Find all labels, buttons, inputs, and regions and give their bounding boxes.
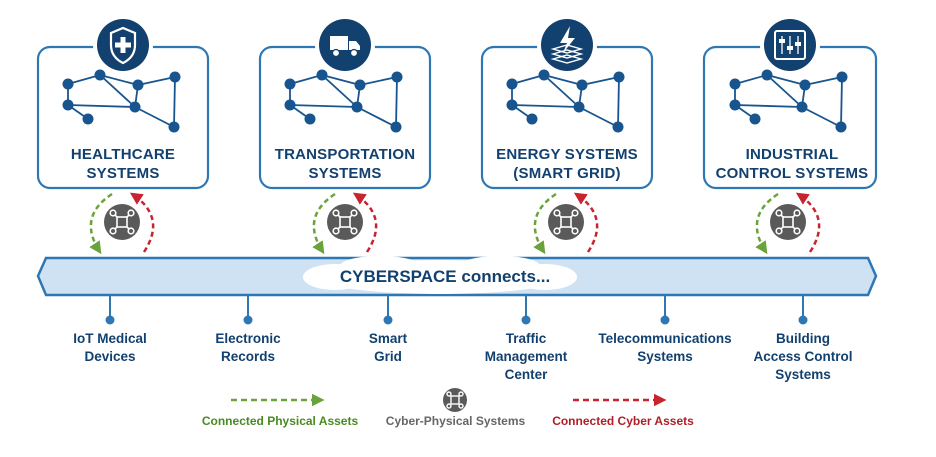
cps-loop-2 xyxy=(533,192,599,255)
network-graph xyxy=(284,69,403,133)
connection-pin-2 xyxy=(383,295,393,325)
physical-asset-arrow xyxy=(755,192,779,255)
connection-label-traffic: Traffic Management Center xyxy=(484,331,568,382)
cyber-asset-arrow xyxy=(129,192,155,253)
cps-loop-1 xyxy=(312,192,378,255)
network-graph xyxy=(506,69,625,133)
system-box-3 xyxy=(702,15,878,190)
connection-label-iot-medical: IoT Medical Devices xyxy=(73,331,147,364)
cps-loop-3 xyxy=(755,192,821,255)
physical-asset-arrow xyxy=(312,192,336,255)
cps-icon xyxy=(548,204,584,240)
cyber-asset-arrow xyxy=(573,192,599,253)
connection-label-building-access: Building Access Control Systems xyxy=(753,331,853,382)
physical-asset-arrow xyxy=(89,192,113,255)
connection-pin-0 xyxy=(105,295,115,325)
cyberspace-banner xyxy=(36,256,878,297)
medical-shield-icon xyxy=(93,15,153,75)
legend-label-cps: Cyber-Physical Systems xyxy=(385,414,526,428)
cps-loop-0 xyxy=(89,192,155,255)
cps-icon xyxy=(770,204,806,240)
system-label-healthcare: HEALTHCARE SYSTEMS xyxy=(70,146,176,182)
cloud-shape xyxy=(303,256,577,294)
banner-text: CYBERSPACE connects... xyxy=(339,267,551,286)
system-box-1 xyxy=(258,15,432,190)
network-graph xyxy=(729,69,848,133)
cps-icon xyxy=(104,204,140,240)
legend-label-physical: Connected Physical Assets xyxy=(201,414,359,428)
lightning-stack-icon xyxy=(537,15,597,75)
legend xyxy=(231,388,667,412)
system-box-2 xyxy=(480,15,654,190)
connection-pin-1 xyxy=(243,295,253,325)
physical-asset-arrow xyxy=(533,192,557,255)
network-graph xyxy=(62,69,181,133)
connection-label-electronic-records: Electronic Records xyxy=(215,331,281,364)
cps-icon xyxy=(327,204,363,240)
connection-pin-4 xyxy=(660,295,670,325)
system-box-0 xyxy=(36,15,210,190)
connection-label-smart-grid: Smart Grid xyxy=(368,331,408,364)
cyber-asset-arrow xyxy=(795,192,821,253)
connection-label-telecom: Telecommunications Systems xyxy=(598,331,732,364)
system-label-transportation: TRANSPORTATION SYSTEMS xyxy=(274,146,416,182)
legend-label-cyber: Connected Cyber Assets xyxy=(552,414,694,428)
connection-pin-5 xyxy=(798,295,808,325)
truck-icon xyxy=(315,15,375,75)
connection-pin-3 xyxy=(521,295,531,325)
control-panel-icon xyxy=(760,15,820,75)
system-label-industrial: INDUSTRIAL CONTROL SYSTEMS xyxy=(715,146,869,182)
cyber-asset-arrow xyxy=(352,192,378,253)
system-label-energy: ENERGY SYSTEMS (SMART GRID) xyxy=(496,146,638,182)
legend-cps-icon xyxy=(443,388,467,412)
